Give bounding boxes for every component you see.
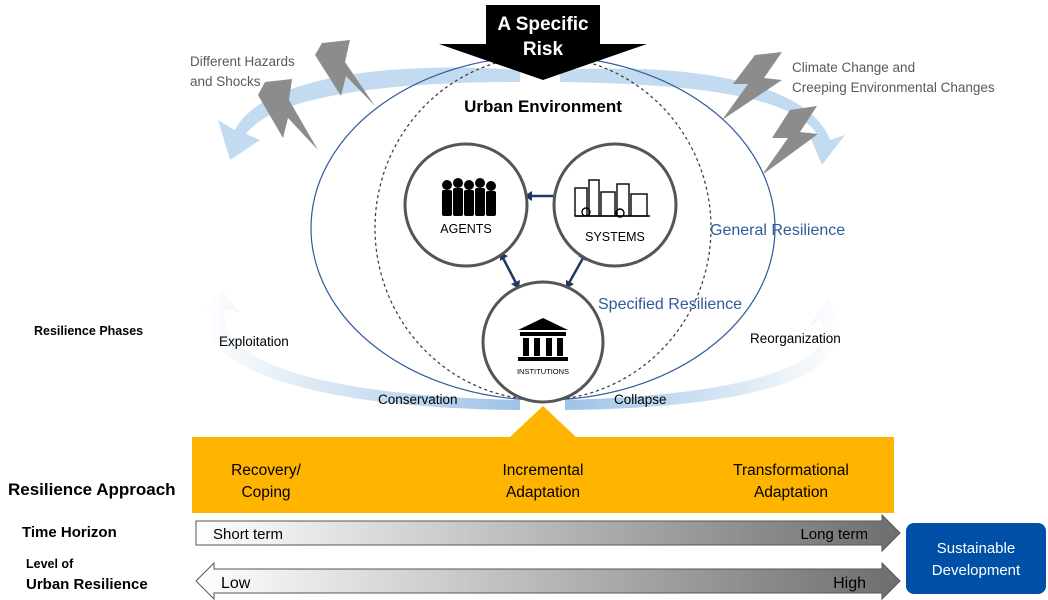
lightning-icon <box>258 79 318 150</box>
agents-label: AGENTS <box>440 222 491 236</box>
time-short-label: Short term <box>213 526 283 543</box>
specified-resilience-label: Specified Resilience <box>598 296 742 313</box>
level-low-label: Low <box>221 575 251 592</box>
approach-incremental-line1: Incremental <box>503 462 584 479</box>
resilience-level-arrow: Low High <box>195 561 901 600</box>
time-long-label: Long term <box>800 526 868 543</box>
approach-recovery-line1: Recovery/ <box>231 462 301 479</box>
specific-risk-arrow: A Specific Risk <box>439 5 647 80</box>
city-systems-icon <box>574 179 650 218</box>
phase-exploitation: Exploitation <box>219 334 289 349</box>
hazards-left-line2: and Shocks <box>190 74 261 89</box>
time-horizon-arrow: Short term Long term <box>195 513 901 553</box>
institution-building-icon <box>518 318 568 361</box>
hazards-right-line2: Creeping Environmental Changes <box>792 80 995 95</box>
cycle-arrows <box>200 67 845 410</box>
lightning-bolts <box>258 40 818 175</box>
phase-conservation: Conservation <box>378 392 458 407</box>
lightning-icon <box>315 40 375 106</box>
risk-label-line1: A Specific <box>497 14 589 35</box>
cycle-arrow-top-right <box>560 68 845 165</box>
general-resilience-label: General Resilience <box>710 222 845 239</box>
urban-environment-title: Urban Environment <box>464 97 622 116</box>
cycle-arrow-bottom-left <box>200 290 520 410</box>
resilience-level-label-line1: Level of <box>26 557 74 571</box>
approach-transformational-line1: Transformational <box>733 462 849 479</box>
resilience-level-label-line2: Urban Resilience <box>26 576 148 593</box>
resilience-approach-band: Recovery/ Coping Incremental Adaptation … <box>192 406 894 513</box>
resilience-approach-label: Resilience Approach <box>8 480 176 499</box>
hazards-right-line1: Climate Change and <box>792 60 915 75</box>
lightning-icon <box>762 106 818 175</box>
cycle-arrow-top-left <box>218 67 520 160</box>
hazards-left-line1: Different Hazards <box>190 54 295 69</box>
resilience-phases-label: Resilience Phases <box>34 324 143 338</box>
approach-recovery-line2: Coping <box>241 484 290 501</box>
people-group-icon <box>442 178 496 216</box>
cycle-arrow-bottom-right <box>565 298 842 410</box>
outcome-line1: Sustainable <box>937 540 1015 557</box>
phase-reorganization: Reorganization <box>750 331 841 346</box>
institutions-label: INSTITUTIONS <box>517 367 569 376</box>
institutions-node: INSTITUTIONS <box>481 280 605 404</box>
systems-node: SYSTEMS <box>552 142 678 268</box>
outcome-line2: Development <box>932 562 1021 579</box>
approach-transformational-line2: Adaptation <box>754 484 828 501</box>
risk-label-line2: Risk <box>523 39 564 60</box>
agents-node: AGENTS <box>403 142 529 268</box>
sustainable-development-box: Sustainable Development <box>906 523 1046 594</box>
systems-label: SYSTEMS <box>585 230 645 244</box>
level-high-label: High <box>833 575 866 592</box>
approach-incremental-line2: Adaptation <box>506 484 580 501</box>
lightning-icon <box>722 52 782 120</box>
time-horizon-label: Time Horizon <box>22 524 117 541</box>
phase-collapse: Collapse <box>614 392 667 407</box>
